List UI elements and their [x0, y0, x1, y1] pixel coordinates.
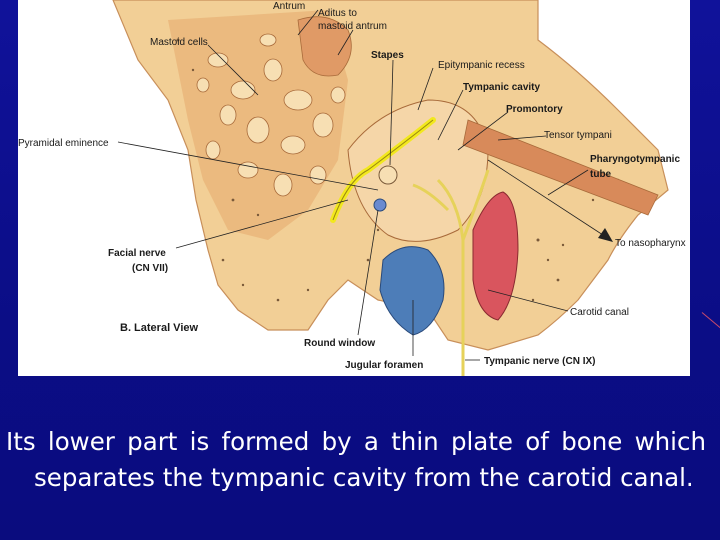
- label-to-nasopharynx: To nasopharynx: [615, 238, 686, 249]
- label-tympanic-cavity: Tympanic cavity: [463, 82, 541, 93]
- leader-lines: [117, 9, 589, 361]
- middle-ear-illustration: Antrum Aditus to mastoid antrum Mastoid …: [18, 0, 686, 376]
- slide-caption: Its lower part is formed by a thin plate…: [6, 427, 706, 492]
- label-pyramidal-eminence: Pyramidal eminence: [18, 138, 109, 149]
- facial-nerve-outline: [332, 119, 434, 221]
- label-promontory: Promontory: [506, 104, 563, 115]
- tensor-tympani-shape: [462, 119, 659, 216]
- label-facial-nerve-line2: (CN VII): [132, 263, 168, 274]
- decorative-line: [701, 312, 720, 329]
- carotid-canal-shape: [472, 191, 519, 321]
- label-aditus-line2: mastoid antrum: [318, 21, 387, 32]
- label-facial-nerve-line1: Facial nerve: [108, 248, 166, 259]
- label-epitympanic-recess: Epitympanic recess: [438, 60, 525, 71]
- label-jugular-foramen: Jugular foramen: [345, 360, 423, 371]
- jugular-foramen-shape: [379, 246, 445, 336]
- label-tensor-tympani: Tensor tympani: [544, 130, 612, 141]
- nasopharynx-arrow-head: [598, 228, 613, 242]
- tympanic-nerve-shape: [412, 169, 490, 376]
- label-pharyngotympanic-line2: tube: [590, 169, 612, 180]
- anatomy-figure: Antrum Aditus to mastoid antrum Mastoid …: [18, 0, 690, 376]
- label-aditus-line1: Aditus to: [318, 8, 357, 19]
- round-window-shape: [373, 198, 387, 212]
- label-antrum: Antrum: [273, 1, 305, 12]
- label-tympanic-nerve: Tympanic nerve (CN IX): [484, 356, 596, 367]
- label-round-window: Round window: [304, 338, 375, 349]
- label-stapes: Stapes: [371, 50, 404, 61]
- label-lateral-view: B. Lateral View: [120, 322, 198, 334]
- label-pharyngotympanic-line1: Pharyngotympanic: [590, 154, 680, 165]
- nasopharynx-arrow-line: [487, 159, 604, 236]
- antrum-shape: [297, 16, 352, 77]
- stapes-shape: [378, 165, 398, 185]
- label-carotid-canal: Carotid canal: [570, 307, 629, 318]
- label-mastoid-cells: Mastoid cells: [150, 37, 208, 48]
